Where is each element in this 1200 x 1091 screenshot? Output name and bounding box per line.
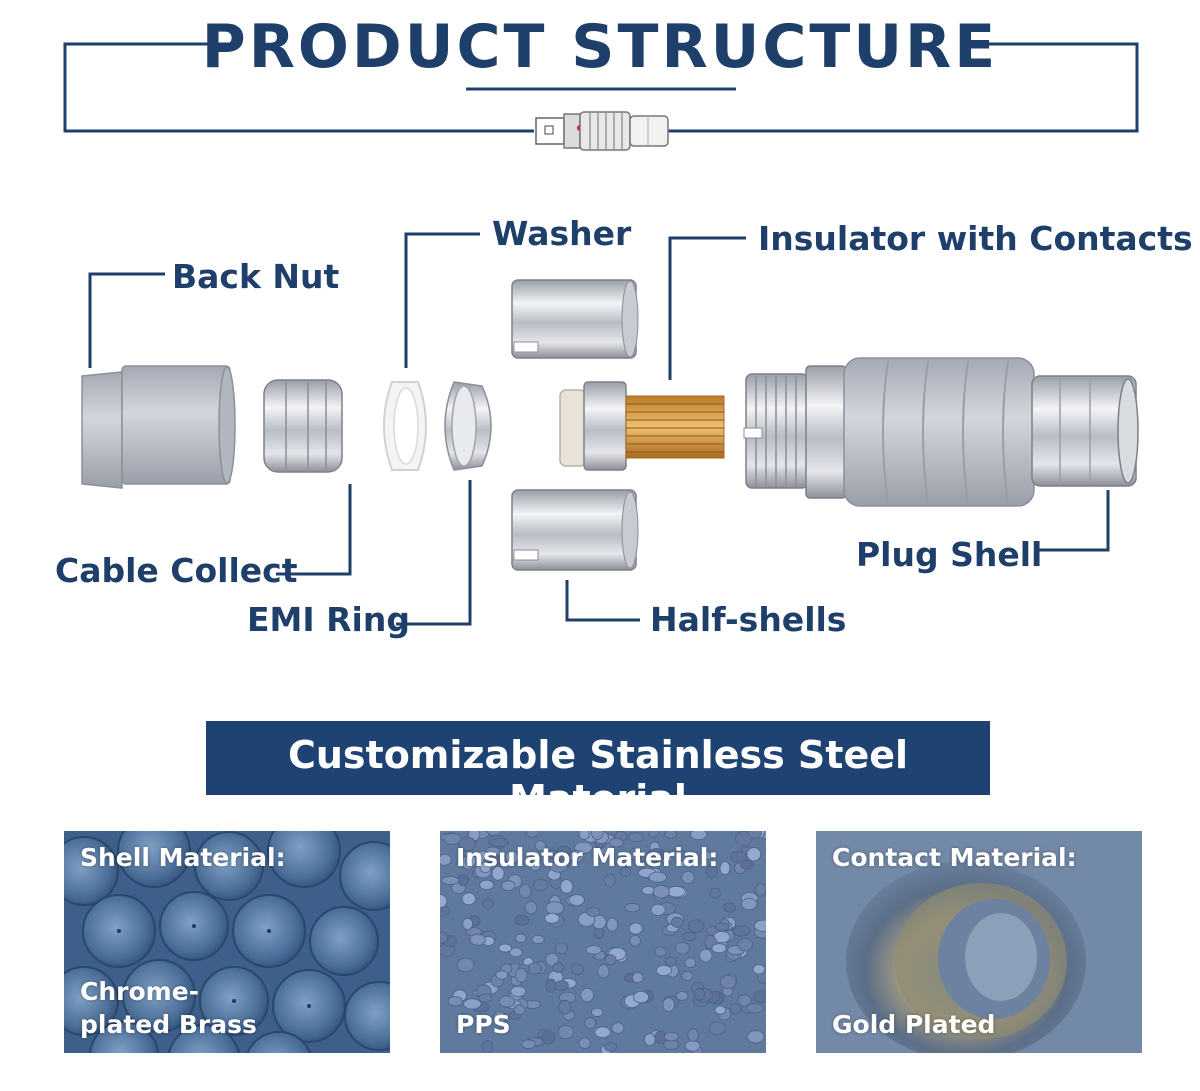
material-banner bbox=[206, 721, 990, 795]
washer-leader bbox=[404, 232, 480, 368]
label-back-nut: Back Nut bbox=[172, 257, 340, 296]
washer-part bbox=[383, 381, 427, 471]
gold-coil-image bbox=[816, 831, 1142, 1053]
back-nut-part bbox=[81, 365, 236, 489]
plug-shell-part bbox=[743, 357, 1139, 507]
half-shell-bottom-part bbox=[511, 489, 639, 571]
connector-icon bbox=[535, 111, 669, 151]
label-cable-collect: Cable Collect bbox=[55, 551, 298, 590]
label-half-shells: Half-shells bbox=[650, 600, 847, 639]
back-nut-leader bbox=[88, 272, 165, 368]
plug-shell-leader bbox=[1034, 490, 1110, 552]
brass-rods-image bbox=[64, 831, 390, 1053]
insulator-part bbox=[514, 381, 725, 471]
label-emi-ring: EMI Ring bbox=[247, 600, 410, 639]
shell-material-value: Chrome- plated Brass bbox=[80, 977, 257, 1039]
label-washer: Washer bbox=[492, 214, 632, 253]
page-title: PRODUCT STRUCTURE bbox=[201, 12, 999, 82]
label-insulator-with-contacts: Insulator with Contacts bbox=[758, 219, 1193, 258]
contact-material-card: Contact Material: Gold Plated bbox=[816, 831, 1142, 1053]
contact-material-title: Contact Material: bbox=[832, 843, 1077, 872]
exploded-diagram bbox=[81, 232, 1139, 626]
insulator-material-value: PPS bbox=[456, 1010, 511, 1039]
shell-material-card: Shell Material: Chrome- plated Brass bbox=[64, 831, 390, 1053]
emi-ring-part bbox=[444, 381, 492, 471]
half-shell-top-part bbox=[511, 279, 639, 359]
insulator-material-card: Insulator Material: PPS bbox=[440, 831, 766, 1053]
label-plug-shell: Plug Shell bbox=[856, 535, 1043, 574]
contact-material-value: Gold Plated bbox=[832, 1010, 996, 1039]
insulator-material-title: Insulator Material: bbox=[456, 843, 719, 872]
shell-material-title: Shell Material: bbox=[80, 843, 286, 872]
pps-pellets-image bbox=[440, 831, 766, 1053]
emi-ring-leader bbox=[396, 480, 472, 626]
cable-collect-leader bbox=[276, 484, 352, 576]
header-frame bbox=[63, 42, 1139, 151]
half-shells-leader bbox=[565, 580, 640, 622]
insulator-leader bbox=[668, 236, 746, 380]
cable-collect-part bbox=[263, 379, 343, 473]
material-banner-text: Customizable Stainless Steel Material bbox=[287, 733, 909, 821]
